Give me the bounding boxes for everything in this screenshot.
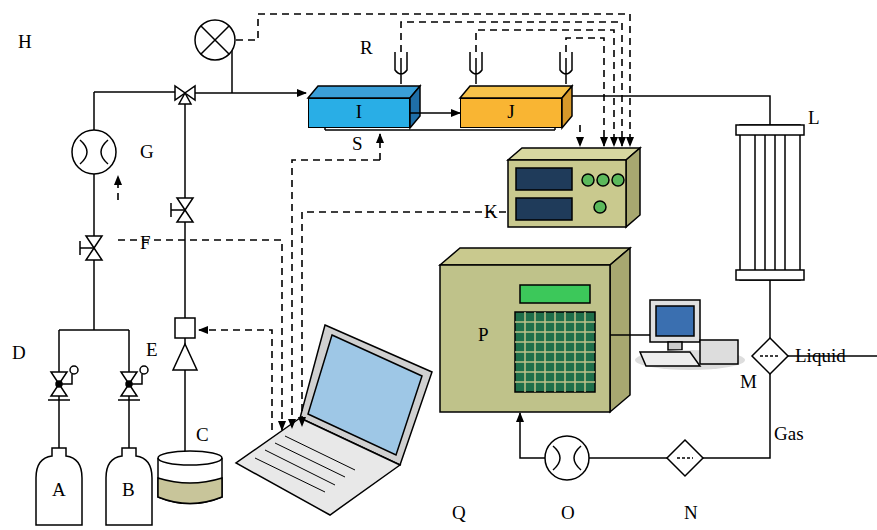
flow-arrow (410, 112, 460, 114)
part-letter: N (684, 503, 698, 522)
part-letter: S (352, 134, 363, 153)
part-letter: D (12, 343, 26, 362)
part-letter: P (478, 325, 489, 344)
part-letter: O (561, 503, 575, 522)
part-letter: A (52, 480, 66, 499)
part-letter: G (140, 142, 154, 161)
part-letter: K (484, 202, 498, 221)
part-letter: E (146, 340, 158, 359)
stream-label: Liquid (795, 346, 846, 365)
part-letter: B (122, 480, 135, 499)
part-letter: L (808, 108, 820, 127)
stream-label: Gas (774, 424, 804, 443)
part-letter: Q (452, 503, 466, 522)
box-label: I (356, 99, 362, 123)
reactor-box: J (460, 98, 562, 128)
box-label: J (507, 99, 514, 123)
part-letter: H (18, 32, 32, 51)
part-letter: M (740, 372, 757, 391)
part-letter: C (196, 425, 209, 444)
part-letter: F (140, 233, 151, 252)
reactor-box: I (308, 98, 410, 128)
part-letter: R (360, 38, 373, 57)
